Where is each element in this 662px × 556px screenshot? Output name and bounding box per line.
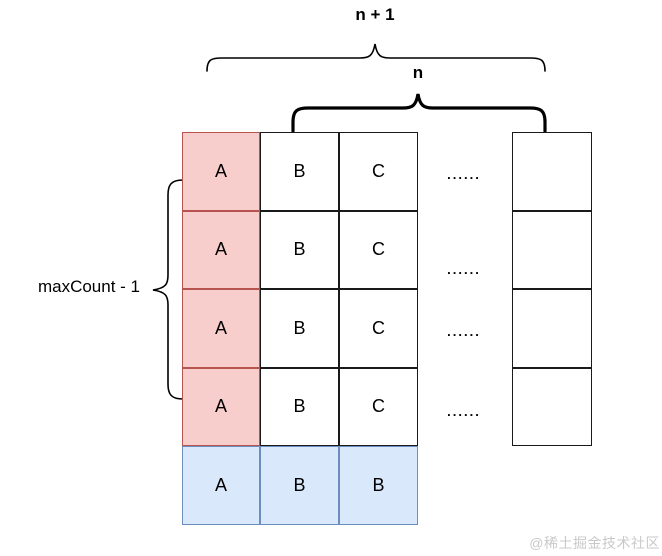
ellipsis-row-1: ......	[447, 167, 481, 182]
cell-r3-a: A	[182, 289, 260, 368]
cell-right-4	[512, 367, 592, 446]
cell-r2-c: C	[339, 210, 418, 289]
row-count-label: maxCount - 1	[37, 277, 140, 296]
cell-r4-c: C	[339, 367, 418, 446]
left-brace	[152, 179, 184, 400]
cell-r2-a: A	[182, 210, 260, 289]
ellipsis-row-4: ......	[447, 404, 481, 419]
bottom-blue-row: A B B	[182, 446, 418, 525]
grid-row-2: A B C	[182, 210, 418, 289]
cell-r3-c: C	[339, 289, 418, 368]
cell-r1-c: C	[339, 132, 418, 211]
cell-r4-b: B	[260, 367, 339, 446]
cell-r1-b: B	[260, 132, 339, 211]
cell-bottom-b1: B	[260, 446, 339, 525]
right-column	[512, 132, 592, 446]
grid-row-1: A B C	[182, 132, 418, 211]
cell-right-3	[512, 289, 592, 368]
top-brace-label: n + 1	[355, 5, 395, 24]
top-brace	[206, 43, 546, 72]
watermark: @稀土掘金技术社区	[529, 535, 660, 551]
cell-right-1	[512, 132, 592, 211]
grid-row-4: A B C	[182, 367, 418, 446]
cell-r4-a: A	[182, 367, 260, 446]
cell-r2-b: B	[260, 210, 339, 289]
cell-bottom-b2: B	[339, 446, 418, 525]
matrix-grid: A B C A B C A B C A B C	[182, 132, 418, 446]
inner-brace-label: n	[412, 63, 424, 82]
cell-right-2	[512, 210, 592, 289]
cell-r1-a: A	[182, 132, 260, 211]
grid-row-3: A B C	[182, 289, 418, 368]
inner-brace	[291, 93, 547, 133]
cell-bottom-a: A	[182, 446, 260, 525]
ellipsis-row-2: ......	[447, 262, 481, 277]
cell-r3-b: B	[260, 289, 339, 368]
ellipsis-row-3: ......	[447, 324, 481, 339]
